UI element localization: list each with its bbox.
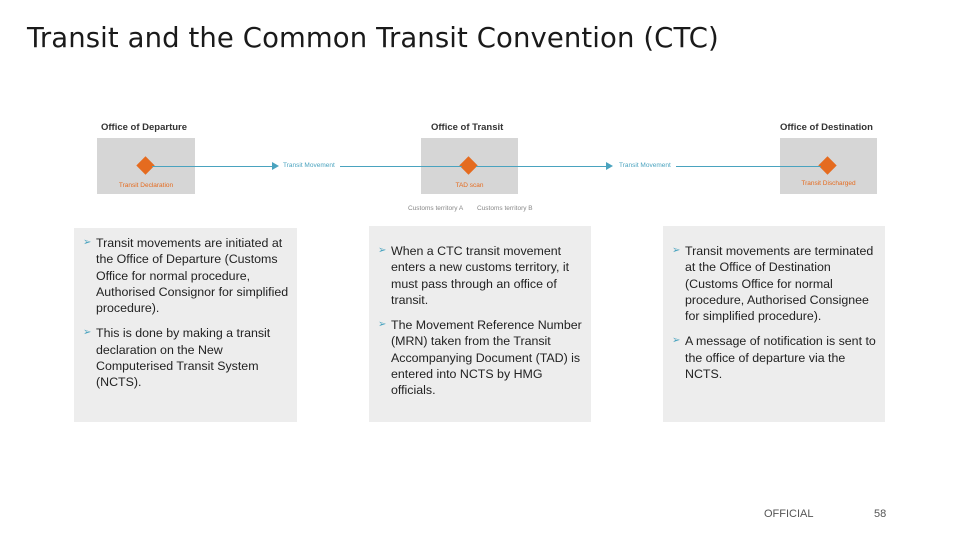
- list-item: ➢ The Movement Reference Number (MRN) tak…: [378, 317, 583, 398]
- bullet-text: A message of notification is sent to the…: [685, 334, 876, 382]
- connector-line: [340, 166, 462, 167]
- departure-info-panel: ➢ Transit movements are initiated at the …: [74, 228, 297, 422]
- arrowhead-bullet-icon: ➢: [83, 237, 92, 248]
- territory-b-label: Customs territory B: [477, 205, 533, 212]
- arrowhead-bullet-icon: ➢: [672, 335, 681, 347]
- arrowhead-bullet-icon: ➢: [672, 245, 681, 256]
- connector-line: [152, 166, 275, 167]
- office-destination-label: Office of Destination: [780, 122, 873, 133]
- bullet-text: When a CTC transit movement enters a new…: [391, 244, 570, 307]
- list-item: ➢ Transit movements are terminated at the…: [672, 243, 877, 324]
- transit-info-panel: ➢ When a CTC transit movement enters a ne…: [369, 226, 591, 422]
- office-transit-label: Office of Transit: [431, 122, 504, 133]
- movement-label: Transit Movement: [619, 162, 671, 169]
- arrow-right-icon: [272, 162, 279, 170]
- territory-a-label: Customs territory A: [408, 205, 464, 212]
- arrow-right-icon: [606, 162, 613, 170]
- list-item: ➢ Transit movements are initiated at the …: [83, 235, 289, 316]
- list-item: ➢ When a CTC transit movement enters a ne…: [378, 243, 583, 308]
- office-departure-label: Office of Departure: [101, 122, 188, 133]
- arrowhead-bullet-icon: ➢: [83, 327, 92, 339]
- list-item: ➢ A message of notification is sent to th…: [672, 333, 877, 382]
- bullet-text: Transit movements are terminated at the …: [685, 244, 874, 324]
- destination-info-panel: ➢ Transit movements are terminated at the…: [663, 226, 885, 422]
- connector-line: [476, 166, 610, 167]
- arrowhead-bullet-icon: ➢: [378, 245, 387, 256]
- bullet-text: This is done by making a transit declara…: [96, 326, 271, 390]
- office-destination-caption: Transit Discharged: [801, 180, 856, 187]
- office-departure-caption: Transit Declaration: [118, 182, 174, 189]
- bullet-text: Transit movements are initiated at the O…: [96, 236, 289, 316]
- page-number: 58: [874, 508, 887, 520]
- diamond-marker-icon: [459, 156, 478, 175]
- connector-line: [676, 166, 821, 167]
- bullet-text: The Movement Reference Number (MRN) take…: [391, 318, 582, 398]
- office-transit-caption: TAD scan: [455, 182, 484, 189]
- slide-title: Transit and the Common Transit Conventio…: [27, 22, 719, 54]
- diamond-marker-icon: [818, 156, 837, 175]
- arrowhead-bullet-icon: ➢: [378, 319, 387, 331]
- movement-label: Transit Movement: [283, 162, 335, 169]
- classification-label: OFFICIAL: [764, 508, 814, 520]
- list-item: ➢ This is done by making a transit declar…: [83, 325, 289, 390]
